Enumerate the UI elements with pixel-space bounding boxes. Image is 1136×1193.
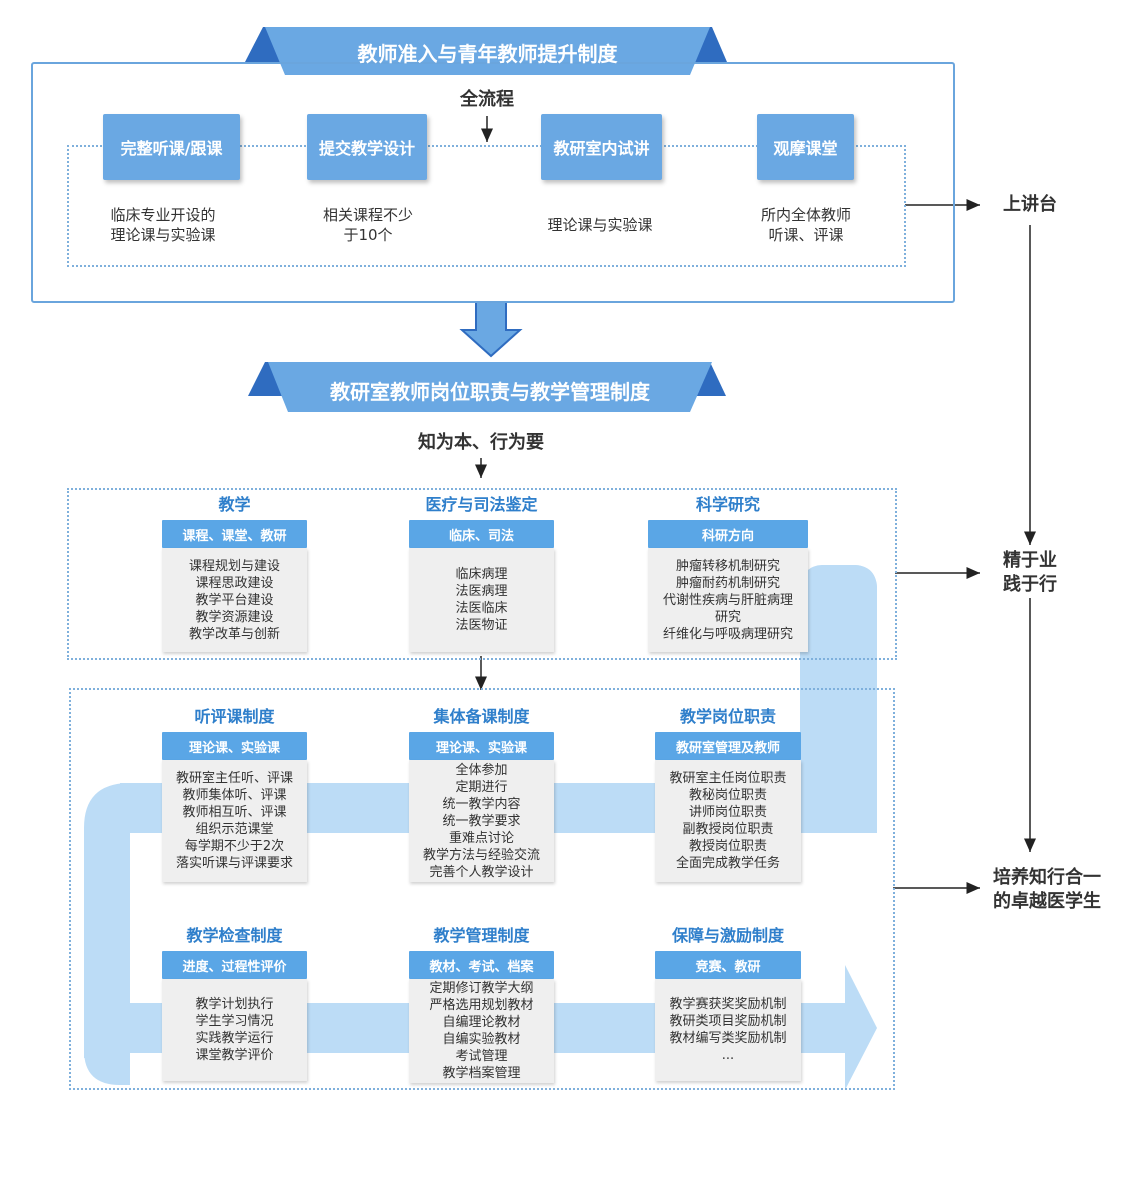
card-title: 教学岗位职责 <box>679 707 776 726</box>
outcome-second: 精于业践于行 <box>1003 550 1057 595</box>
card-title: 科学研究 <box>695 495 760 514</box>
card-body: 教学赛获奖奖励机制教研类项目奖励机制 教材编写类奖励机制... <box>655 979 801 1081</box>
card-title: 教学管理制度 <box>433 926 530 945</box>
card-body: 课程规划与建设课程思政建设 教学平台建设教学资源建设 教学改革与创新 <box>162 548 307 652</box>
step-observe-button: 观摩课堂 <box>757 114 854 180</box>
section1-frame <box>31 62 955 303</box>
card-header: 理论课、实验课 <box>409 732 554 760</box>
card-title: 教学检查制度 <box>186 926 283 945</box>
section1-process-box <box>67 145 906 267</box>
section2-top-box <box>67 488 897 660</box>
card-body: 定期修订教学大纲严格选用规划教材 自编理论教材自编实验教材 考试管理教学档案管理 <box>409 979 554 1083</box>
step-trial-button: 教研室内试讲 <box>541 114 662 180</box>
card-title: 医疗与司法鉴定 <box>425 495 538 514</box>
big-down-arrow <box>459 301 523 358</box>
card-header: 临床、司法 <box>409 520 554 548</box>
step-design-button: 提交教学设计 <box>307 114 427 180</box>
ribbon-section2 <box>248 362 726 412</box>
section2-bottom-box <box>69 688 895 1090</box>
outcome-first: 上讲台 <box>1003 194 1057 215</box>
card-header: 教材、考试、档案 <box>409 951 554 979</box>
card-body: 教学计划执行学生学习情况 实践教学运行课堂教学评价 <box>162 979 307 1081</box>
card-header: 课程、课堂、教研 <box>162 520 307 548</box>
step-listen-desc: 临床专业开设的理论课与实验课 <box>110 206 216 244</box>
card-header: 教研室管理及教师 <box>655 732 801 760</box>
card-body: 临床病理法医病理 法医临床法医物证 <box>409 548 554 652</box>
card-title: 集体备课制度 <box>433 707 530 726</box>
card-header: 竞赛、教研 <box>655 951 801 979</box>
card-body: 教研室主任岗位职责教秘岗位职责 讲师岗位职责副教授岗位职责 教授岗位职责全面完成… <box>655 760 801 882</box>
card-title: 教学 <box>218 495 251 514</box>
section2-title: 教研室教师岗位职责与教学管理制度 <box>330 380 650 404</box>
card-title: 听评课制度 <box>194 707 275 726</box>
card-header: 进度、过程性评价 <box>162 951 307 979</box>
card-header: 科研方向 <box>648 520 808 548</box>
card-body: 全体参加定期进行 统一教学内容统一教学要求 重难点讨论教学方法与经验交流 完善个… <box>409 760 554 882</box>
step-observe-desc: 所内全体教师听课、评课 <box>760 206 851 244</box>
outcome-third: 培养知行合一的卓越医学生 <box>993 867 1101 912</box>
section2-subtitle: 知为本、行为要 <box>418 432 544 453</box>
step-listen-button: 完整听课/跟课 <box>103 114 240 180</box>
card-header: 理论课、实验课 <box>162 732 307 760</box>
card-body: 肿瘤转移机制研究肿瘤耐药机制研究 代谢性疾病与肝脏病理研究 纤维化与呼吸病理研究 <box>648 548 808 652</box>
card-title: 保障与激励制度 <box>671 926 784 945</box>
section1-title: 教师准入与青年教师提升制度 <box>357 42 618 66</box>
step-trial-desc: 理论课与实验课 <box>547 216 653 234</box>
section1-subtitle: 全流程 <box>460 89 514 110</box>
step-design-desc: 相关课程不少于10个 <box>322 206 413 244</box>
card-body: 教研室主任听、评课教师集体听、评课 教师相互听、评课组织示范课堂 每学期不少于2… <box>162 760 307 882</box>
